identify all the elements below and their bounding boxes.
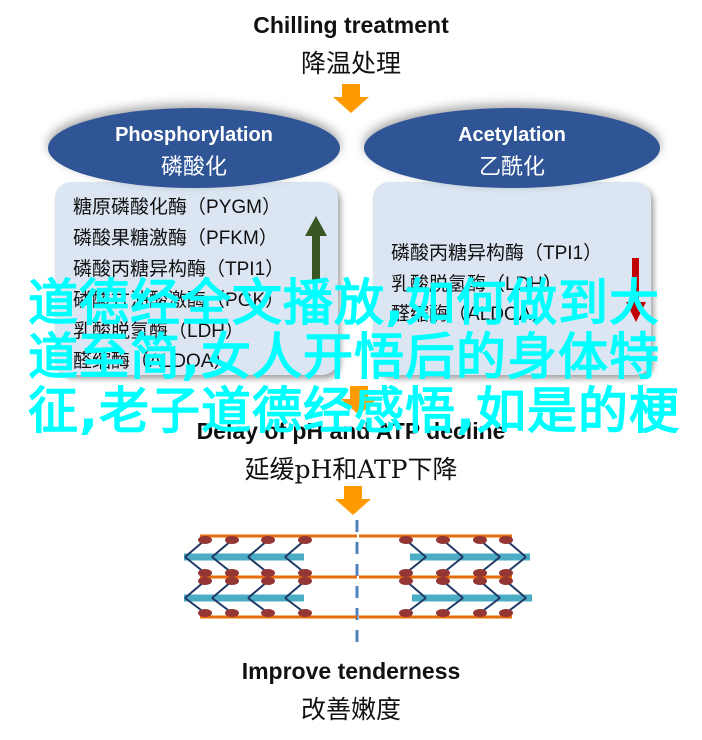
enzyme-item: 磷酸丙糖异构酶（TPI1） (73, 258, 285, 280)
myosin-head (473, 569, 487, 577)
myosin-head (298, 536, 312, 544)
enzyme-item: 磷酸果糖激酶（PFKM） (73, 227, 278, 249)
trend-down-arrow-icon (626, 258, 646, 322)
enzyme-item: 乳酸脱氢酶（LDH） (73, 320, 245, 342)
myosin-head (261, 577, 275, 585)
myosin-head (473, 536, 487, 544)
trend-up-arrow-icon (305, 216, 327, 280)
acetylation-label-en: Acetylation (458, 124, 566, 146)
thick-filament (184, 553, 304, 561)
myosin-head (261, 609, 275, 617)
myosin-head (436, 536, 450, 544)
thick-filament (412, 594, 532, 602)
acetylation-label-zh: 乙酰化 (478, 155, 545, 180)
myosin-head (499, 609, 513, 617)
myosin-head (298, 569, 312, 577)
myosin-head (499, 536, 513, 544)
myosin-head (198, 609, 212, 617)
step-improve-en: Improve tenderness (241, 658, 461, 684)
myosin-head (298, 577, 312, 585)
phosphorylation-enzyme-box: 糖原磷酸化酶（PYGM） 磷酸果糖激酶（PFKM） 磷酸丙糖异构酶（TPI1） … (55, 182, 338, 375)
arrow-down-icon (341, 386, 377, 416)
phosphorylation-label-en: Phosphorylation (115, 124, 273, 146)
myosin-head (225, 536, 239, 544)
myosin-head (198, 536, 212, 544)
myosin-head (436, 577, 450, 585)
enzyme-item: 醛缩酶（ALDOA） (391, 303, 551, 325)
enzyme-item: 糖原磷酸化酶（PYGM） (73, 196, 281, 218)
acetylation-ellipse: Acetylation 乙酰化 (364, 108, 660, 188)
myosin-head (261, 536, 275, 544)
myosin-head (399, 609, 413, 617)
myosin-head (198, 569, 212, 577)
thick-filament (184, 594, 304, 602)
enzyme-item: 醛缩酶（ALDOA） (73, 350, 233, 372)
step-delay-en: Delay of pH and ATP decline (196, 418, 506, 444)
myosin-head (225, 609, 239, 617)
myosin-head (436, 569, 450, 577)
myosin-head (261, 569, 275, 577)
step-improve-zh: 改善嫩度 (300, 695, 401, 724)
myosin-head (499, 577, 513, 585)
step-delay-zh: 延缓pH和ATP下降 (244, 455, 458, 484)
myosin-head (225, 569, 239, 577)
myosin-head (499, 569, 513, 577)
myosin-head (399, 577, 413, 585)
myosin-head (298, 609, 312, 617)
overlay-watermark-text: 道德经全文播放,如何做到大道至简,女人开悟后的身体特征,老子道德经感悟,如是的梗 (28, 274, 680, 440)
enzyme-item: 乳酸脱氢酶（LDH） (391, 273, 563, 295)
sarcomere-diagram (184, 520, 532, 650)
myosin-head (399, 536, 413, 544)
enzyme-item: 磷酸甘油酸激酶（PGK） (73, 289, 285, 311)
phosphorylation-ellipse: Phosphorylation 磷酸化 (48, 108, 340, 188)
enzyme-item: 磷酸丙糖异构酶（TPI1） (391, 242, 603, 264)
step-chilling-zh: 降温处理 (300, 49, 401, 78)
phosphorylation-label-zh: 磷酸化 (160, 155, 227, 180)
myosin-head (473, 609, 487, 617)
thick-filament (410, 553, 530, 561)
arrow-down-icon (333, 84, 369, 114)
myosin-head (473, 577, 487, 585)
acetylation-enzyme-box: 磷酸丙糖异构酶（TPI1） 乳酸脱氢酶（LDH） 醛缩酶（ALDOA） (373, 182, 651, 375)
myosin-head (399, 569, 413, 577)
step-chilling-en: Chilling treatment (253, 12, 449, 38)
myosin-head (225, 577, 239, 585)
arrow-down-icon (335, 486, 371, 516)
myosin-head (198, 577, 212, 585)
myosin-head (436, 609, 450, 617)
